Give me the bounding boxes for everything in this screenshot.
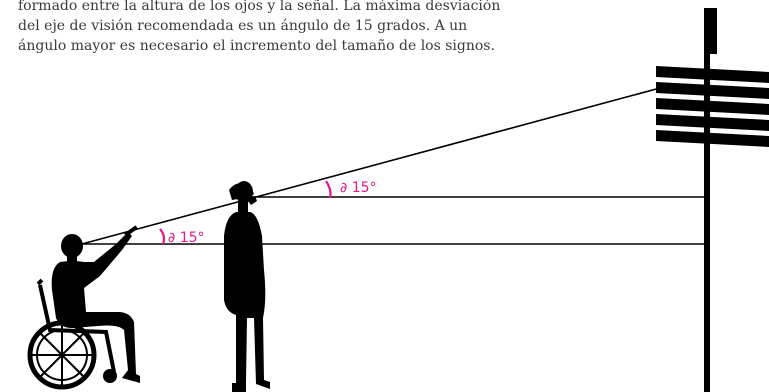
sign-slat-5 bbox=[656, 130, 769, 147]
post-flag bbox=[704, 8, 717, 54]
sight-lines bbox=[81, 87, 707, 245]
upper-sight-line bbox=[81, 87, 661, 245]
sign-panel bbox=[656, 66, 769, 147]
standing-person-silhouette bbox=[224, 181, 270, 392]
post-pole bbox=[704, 8, 710, 392]
wheelchair-angle-arc bbox=[159, 228, 166, 245]
caption-text: formado entre la altura de los ojos y la… bbox=[18, 0, 538, 56]
caption-line-1: formado entre la altura de los ojos y la… bbox=[18, 0, 501, 14]
sign-post bbox=[704, 8, 717, 392]
standing-angle-arc bbox=[325, 180, 332, 199]
sign-slat-2 bbox=[656, 82, 769, 99]
wheelchair-angle-label: ∂ 15° bbox=[168, 230, 205, 246]
caption-line-2: del eje de visión recomendada es un ángu… bbox=[18, 18, 468, 34]
wheelchair-user-silhouette bbox=[27, 225, 140, 390]
caption-line-3: ángulo mayor es necesario el incremento … bbox=[18, 38, 495, 54]
sign-slat-1 bbox=[656, 66, 769, 83]
sign-slat-3 bbox=[656, 98, 769, 115]
sign-slat-4 bbox=[656, 114, 769, 131]
standing-angle-label: ∂ 15° bbox=[340, 180, 377, 196]
